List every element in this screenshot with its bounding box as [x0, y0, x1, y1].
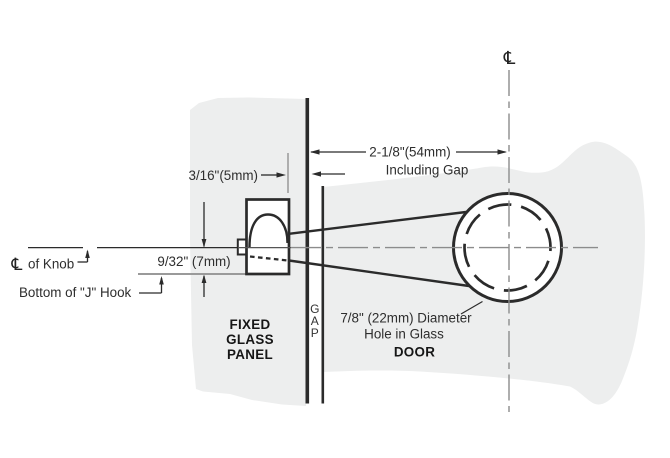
dim-3-16-label: 3/16"(5mm) — [189, 168, 259, 183]
dim-2-1-8-label-2: Including Gap — [386, 163, 469, 178]
j-hook-housing — [245, 198, 291, 276]
of-knob-label: of Knob — [28, 257, 74, 272]
leader-arrow — [159, 276, 164, 285]
dimension-center-to-hook-bottom — [201, 202, 207, 297]
dim-arrow-right — [497, 149, 507, 155]
hole-note-leader — [460, 300, 483, 315]
door-edge-line — [321, 186, 325, 404]
leader-arrow — [85, 249, 90, 258]
hole-in-glass-dashed-circle — [463, 203, 552, 292]
dimension-hook-face-to-glass — [261, 153, 345, 193]
dim-2-1-8-label: 2-1/8"(54mm) — [369, 145, 450, 160]
bottom-of-j-hook-label: Bottom of "J" Hook — [19, 285, 132, 300]
fixed-panel-label-1: FIXED — [230, 317, 271, 332]
knob-stem-bottom — [288, 259, 470, 288]
dimension-knob-center-from-glass — [310, 149, 507, 155]
hole-note-line1: 7/8" (22mm) Diameter — [340, 311, 472, 326]
dim-arrow-left — [310, 149, 320, 155]
hole-note-line2: Hole in Glass — [364, 327, 444, 342]
door-label: DOOR — [394, 345, 435, 360]
knob-stem-top — [288, 210, 467, 235]
knob-centerline-reference — [28, 246, 237, 263]
hidden-hook-line — [249, 255, 289, 262]
dim-9-32-label: 9/32" (7mm) — [157, 254, 230, 269]
gap-label-g: G — [310, 302, 319, 316]
fixed-panel-edge-line — [305, 98, 310, 404]
j-hook-arch — [248, 213, 289, 248]
fixed-panel-label-2: GLASS — [226, 332, 274, 347]
centerline-symbol-top: ℄ — [503, 48, 516, 69]
gap-label-p: P — [311, 326, 319, 340]
fixed-panel-label-3: PANEL — [227, 347, 273, 362]
hook-bottom-reference — [138, 273, 246, 294]
centerline-symbol-knob: ℄ — [11, 255, 23, 275]
gap-label-a: A — [311, 314, 319, 328]
